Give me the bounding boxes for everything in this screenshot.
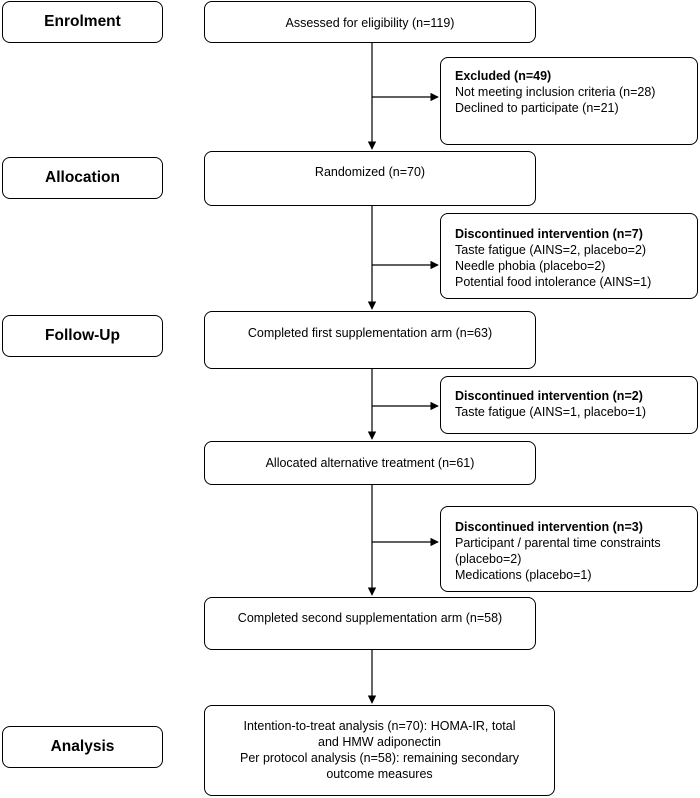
stage-followup: Follow-Up [2, 315, 163, 357]
stage-analysis-label: Analysis [50, 738, 115, 755]
analysis-line: Intention-to-treat analysis (n=70): HOMA… [243, 719, 516, 733]
excluded-reason: Not meeting inclusion criteria (n=28) [455, 85, 656, 99]
excluded-reason: Declined to participate (n=21) [455, 101, 619, 115]
discontinued-2-reason: Taste fatigue (AINS=1, placebo=1) [455, 405, 647, 419]
second-arm-box: Completed second supplementation arm (n=… [204, 597, 536, 650]
discontinued-box-2: Discontinued intervention (n=2) Taste fa… [440, 376, 698, 434]
discontinued-3-title: Discontinued intervention (n=3) [455, 520, 643, 534]
discontinued-1-reason: Needle phobia (placebo=2) [455, 259, 606, 273]
discontinued-1-title: Discontinued intervention (n=7) [455, 227, 643, 241]
stage-allocation: Allocation [2, 157, 163, 199]
second-arm-text: Completed second supplementation arm (n=… [237, 611, 503, 625]
stage-analysis: Analysis [2, 726, 163, 768]
excluded-box: Excluded (n=49) Not meeting inclusion cr… [440, 57, 698, 145]
excluded-title: Excluded (n=49) [455, 69, 552, 83]
assessed-text: Assessed for eligibility (n=119) [285, 16, 455, 30]
assessed-box: Assessed for eligibility (n=119) [204, 1, 536, 43]
analysis-box: Intention-to-treat analysis (n=70): HOMA… [204, 705, 555, 796]
stage-enrolment-label: Enrolment [44, 13, 121, 30]
first-arm-text: Completed first supplementation arm (n=6… [247, 326, 493, 340]
analysis-line: outcome measures [326, 767, 433, 781]
randomized-text: Randomized (n=70) [314, 165, 426, 179]
first-arm-box: Completed first supplementation arm (n=6… [204, 311, 536, 369]
discontinued-1-reason: Potential food intolerance (AINS=1) [455, 275, 652, 289]
discontinued-2-title: Discontinued intervention (n=2) [455, 389, 643, 403]
alternative-box: Allocated alternative treatment (n=61) [204, 441, 536, 485]
discontinued-3-reason: Medications (placebo=1) [455, 568, 592, 582]
stage-enrolment: Enrolment [2, 1, 163, 43]
discontinued-box-3: Discontinued intervention (n=3) Particip… [440, 506, 698, 592]
alternative-text: Allocated alternative treatment (n=61) [265, 456, 475, 470]
discontinued-3-reason: (placebo=2) [455, 552, 522, 566]
analysis-line: and HMW adiponectin [318, 735, 441, 749]
discontinued-1-reason: Taste fatigue (AINS=2, placebo=2) [455, 243, 647, 257]
stage-followup-label: Follow-Up [45, 327, 120, 344]
analysis-line: Per protocol analysis (n=58): remaining … [240, 751, 519, 765]
stage-allocation-label: Allocation [45, 169, 120, 186]
discontinued-box-1: Discontinued intervention (n=7) Taste fa… [440, 213, 698, 299]
randomized-box: Randomized (n=70) [204, 151, 536, 206]
discontinued-3-reason: Participant / parental time constraints [455, 536, 661, 550]
